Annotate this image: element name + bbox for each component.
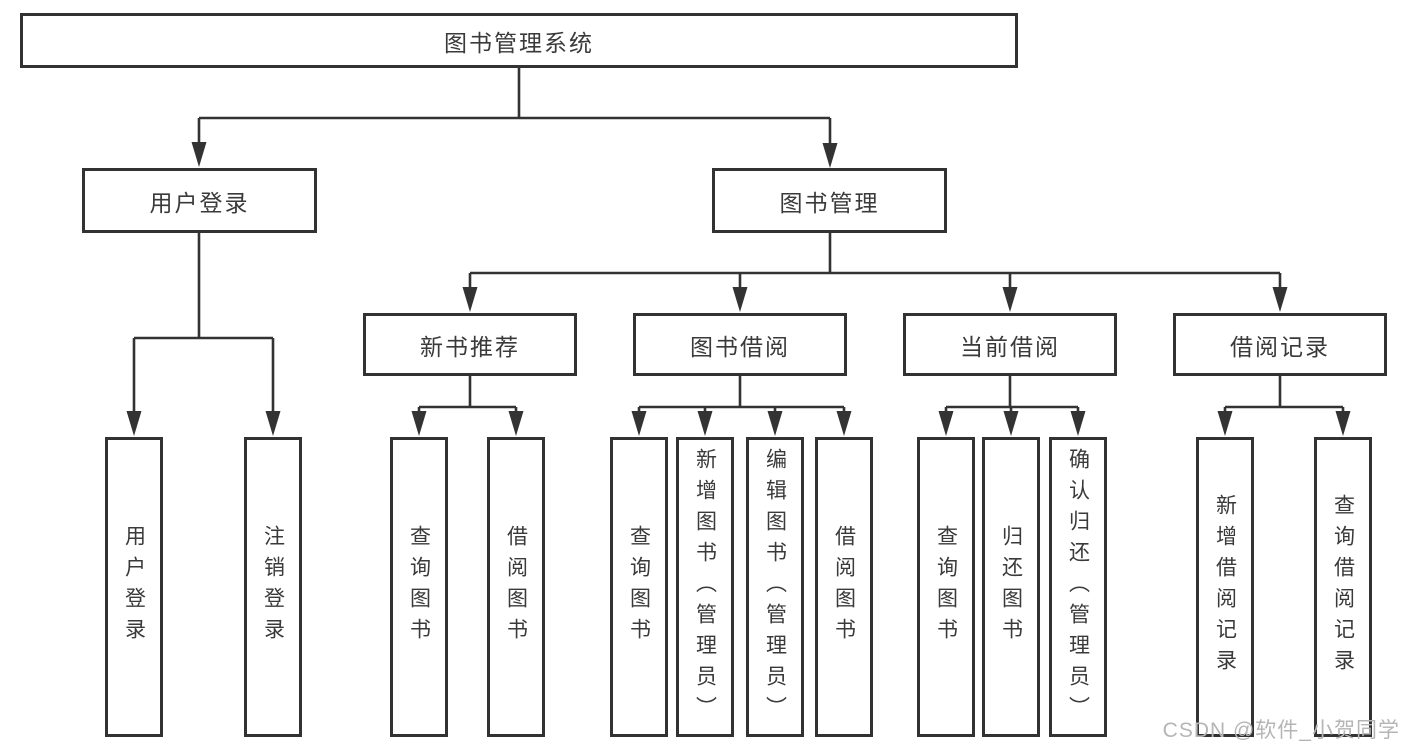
leaf-label: 归还图书 (999, 525, 1023, 649)
leaf-confirm-return-admin: 确认归还（管理员） (1049, 437, 1107, 737)
leaf-label: 查询图书 (934, 525, 958, 649)
leaf-query-books: 查询图书 (610, 437, 668, 737)
tree-connector-path (132, 68, 1345, 414)
leaf-query-books: 查询图书 (390, 437, 448, 737)
leaf-label: 编辑图书（管理员） (763, 447, 787, 727)
leaf-user-login: 用户登录 (105, 437, 163, 737)
csdn-watermark: CSDN @软件_小贺同学 (1162, 719, 1400, 742)
node-current-borrowing: 当前借阅 (903, 313, 1117, 376)
leaf-edit-books-admin: 编辑图书（管理员） (746, 437, 804, 737)
node-borrowing-records: 借阅记录 (1173, 313, 1387, 376)
node-label: 当前借阅 (960, 333, 1060, 360)
leaf-borrow-books: 借阅图书 (815, 437, 873, 737)
leaf-label: 查询图书 (407, 525, 431, 649)
leaf-label: 查询借阅记录 (1331, 494, 1355, 680)
leaf-label: 查询图书 (627, 525, 651, 649)
leaf-add-books-admin: 新增图书（管理员） (676, 437, 734, 737)
node-user-login: 用户登录 (82, 168, 317, 233)
node-label: 用户登录 (149, 189, 250, 216)
leaf-query-books: 查询图书 (917, 437, 975, 737)
node-book-management: 图书管理 (712, 168, 947, 233)
leaf-borrow-books: 借阅图书 (487, 437, 545, 737)
leaf-add-borrow-record: 新增借阅记录 (1196, 437, 1254, 737)
leaf-label: 新增图书（管理员） (693, 447, 717, 727)
leaf-label: 借阅图书 (504, 525, 528, 649)
node-label: 图书管理系统 (444, 29, 594, 56)
node-book-borrowing: 图书借阅 (633, 313, 847, 376)
node-label: 图书借阅 (690, 333, 790, 360)
leaf-logout-login: 注销登录 (244, 437, 302, 737)
node-label: 图书管理 (779, 189, 880, 216)
node-label: 借阅记录 (1230, 333, 1330, 360)
leaf-query-borrow-record: 查询借阅记录 (1314, 437, 1372, 737)
leaf-label: 注销登录 (261, 525, 285, 649)
leaf-label: 确认归还（管理员） (1066, 447, 1090, 727)
leaf-label: 借阅图书 (832, 525, 856, 649)
node-label: 新书推荐 (420, 333, 520, 360)
leaf-return-books: 归还图书 (982, 437, 1040, 737)
arrowhead-icons (126, 142, 1351, 436)
leaf-label: 新增借阅记录 (1213, 494, 1237, 680)
leaf-label: 用户登录 (122, 525, 146, 649)
node-new-book-recommendation: 新书推荐 (363, 313, 577, 376)
node-library-management-system: 图书管理系统 (20, 13, 1018, 68)
